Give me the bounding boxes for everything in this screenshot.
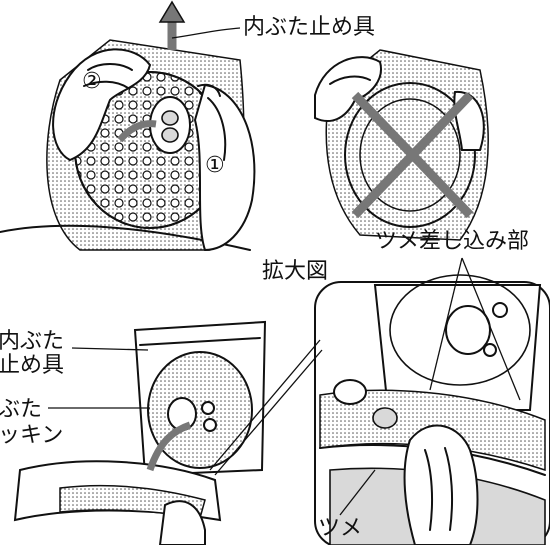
label-enlarged-view: 拡大図 [262,259,328,284]
leader-claw-insert-b [461,257,521,401]
insert-arrow [146,421,192,472]
leader-claw [339,469,376,516]
panel-enlarged-view: ツメ [314,257,550,545]
cross-mark-b [351,91,474,219]
hand-3 [158,500,206,545]
leader-clip-top [171,27,241,39]
zoom-knob [333,379,367,405]
zoom-hand [403,424,479,545]
label-packing-2: ッキン [0,423,63,448]
panel-wrong-way [314,49,489,241]
inner-lid-disc-3 [147,351,253,469]
right-hand [193,83,256,252]
hand-pulling [314,56,382,122]
step-marker-2: ② [82,69,102,94]
leader-clip-left [71,347,149,351]
push-arrow [117,120,157,143]
left-hand [52,48,152,162]
label-packing-1: ぶた [0,397,42,422]
panel-remove-inner-lid: 内ぶた止め具 ② ① [0,0,375,252]
label-inner-lid-clip-left-2: 止め具 [0,353,64,378]
label-claw-insert-part: ツメ差し込み部 [375,229,529,254]
leader-claw-insert-a [429,257,463,391]
label-inner-lid-clip-left-1: 内ぶた [0,329,64,354]
zoom-connector-line [209,339,321,471]
step-marker-1: ① [205,153,225,178]
label-inner-lid-clip-top: 内ぶた止め具 [243,15,375,40]
label-claw: ツメ [318,516,362,541]
panel-reinstall: 内ぶた 止め具 ぶた ッキン [0,320,267,545]
